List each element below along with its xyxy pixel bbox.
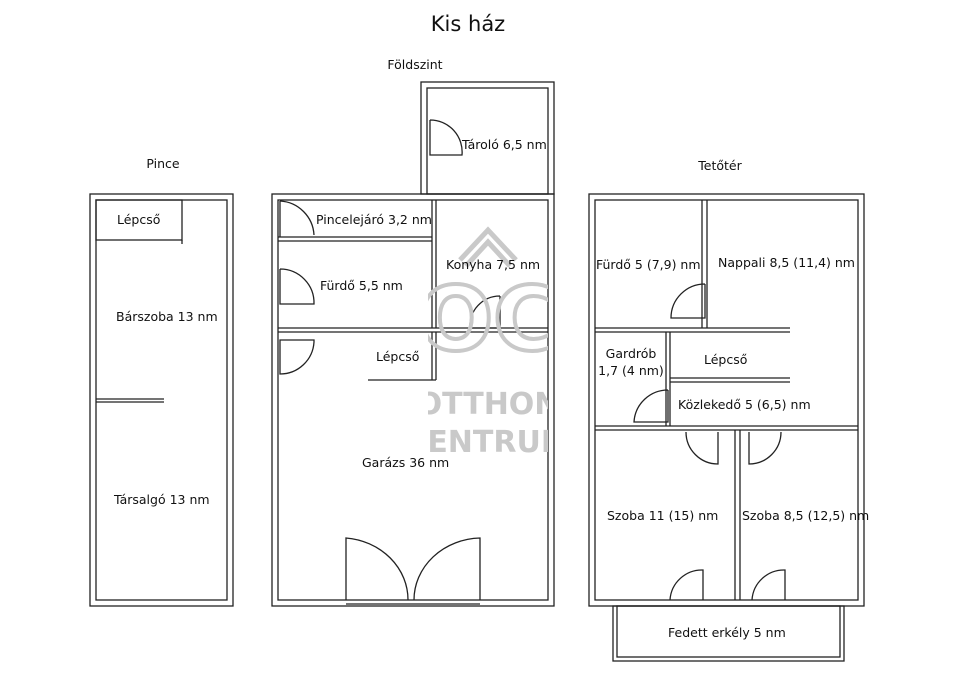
room-erkely: Fedett erkély 5 nm <box>668 625 786 640</box>
teteter-plan <box>588 193 865 662</box>
room-tarolo: Tároló 6,5 nm <box>462 137 547 152</box>
page-title: Kis ház <box>430 12 506 36</box>
section-teteter: Tetőtér <box>698 158 742 173</box>
room-gardrob-area: 1,7 (4 nm) <box>598 363 664 378</box>
room-pincelejaro: Pincelejáró 3,2 nm <box>316 212 432 227</box>
watermark-logo-letters: OC <box>428 268 548 371</box>
konyha-door-swing <box>469 295 501 329</box>
garazs-side-door <box>279 339 315 375</box>
szoba2-balcony-door <box>751 569 786 601</box>
room-konyha: Konyha 7,5 nm <box>446 257 541 272</box>
furdo-tt-door-swing <box>670 283 706 319</box>
gardrob-door-swing <box>633 389 669 423</box>
foldszint-inner-wall <box>277 199 549 601</box>
watermark-logo: OC OTTHON CENTRUM <box>428 226 548 460</box>
room-szoba2: Szoba 8,5 (12,5) nm <box>742 508 870 523</box>
watermark-line1: OTTHON <box>428 387 548 422</box>
garazs-gate-right <box>413 537 481 601</box>
room-tarsalgo: Társalgó 13 nm <box>114 492 210 507</box>
pincelejaro-door-swing <box>279 200 315 237</box>
szoba2-door-swing <box>748 431 782 465</box>
pince-inner-wall <box>95 199 228 601</box>
garazs-gate-left <box>345 537 409 601</box>
room-szoba1: Szoba 11 (15) nm <box>607 508 719 523</box>
pince-stair-box <box>95 199 183 241</box>
furdo-door-swing <box>279 268 315 305</box>
room-barszoba: Bárszoba 13 nm <box>116 309 218 324</box>
pince-plan <box>89 193 234 607</box>
section-foldszint: Földszint <box>387 57 443 72</box>
room-furdo-fsz: Fürdő 5,5 nm <box>320 278 403 293</box>
room-gardrob: Gardrób <box>605 346 657 361</box>
room-tt-lepcso: Lépcső <box>704 352 748 367</box>
room-furdo-tt: Fürdő 5 (7,9) nm <box>596 257 701 272</box>
szoba1-door-swing <box>685 431 719 465</box>
room-kozlekedo: Közlekedő 5 (6,5) nm <box>678 397 811 412</box>
room-fsz-lepcso: Lépcső <box>376 349 420 364</box>
foldszint-plan <box>271 81 555 607</box>
section-pince: Pince <box>146 156 180 171</box>
garazs-side-door-swing <box>280 342 312 374</box>
room-nappali: Nappali 8,5 (11,4) nm <box>718 255 855 270</box>
watermark-roof-icon <box>458 226 518 268</box>
foldszint-outer-wall <box>271 193 555 607</box>
erkely-inner <box>616 605 841 658</box>
teteter-inner-wall <box>594 199 859 601</box>
watermark-line2: CENTRUM <box>428 425 548 460</box>
tarolo-door-swing <box>429 119 463 156</box>
szoba1-balcony-door <box>669 569 704 601</box>
pince-outer-wall <box>89 193 234 607</box>
room-pince-lepcso: Lépcső <box>117 212 161 227</box>
room-garazs: Garázs 36 nm <box>362 455 450 470</box>
